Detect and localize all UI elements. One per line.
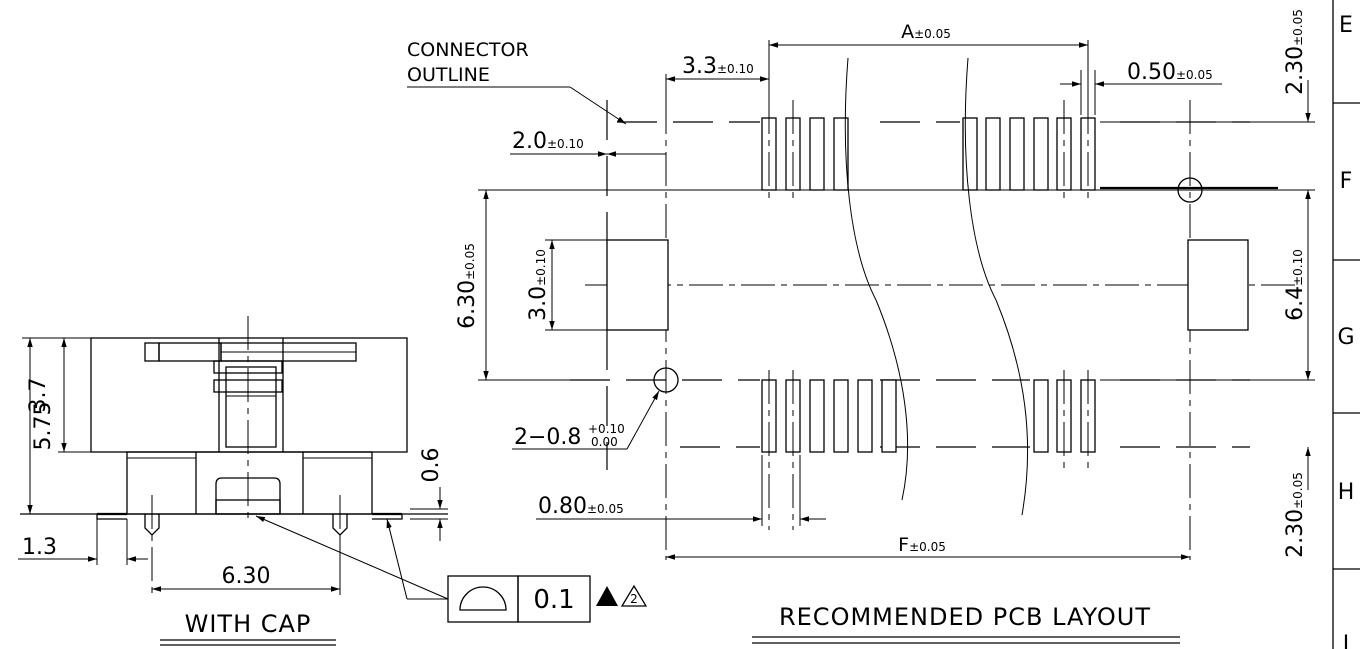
dim-hole-tol-lower: 0.00 [591,435,618,449]
revision-triangle-icon [620,584,648,607]
dim-6-30-side: 6.30 [222,564,271,589]
zone-letter-h: H [1338,480,1355,505]
dim-6-4: 6.4±0.10 [1283,249,1308,321]
dim-3-3: 3.3±0.10 [682,54,754,79]
zone-letter-g: G [1337,325,1354,350]
connector-outline-label-2: OUTLINE [407,64,490,86]
dim-3-0: 3.0±0.10 [526,249,551,321]
recommended-pcb-layout-label: RECOMMENDED PCB LAYOUT [779,603,1151,631]
alignment-holes [653,177,1203,393]
break-lines [844,57,1029,516]
zone-border: E F G H I [1332,0,1360,649]
pcb-layout-frame-lines [478,100,1315,560]
right-side-pad [1187,239,1249,331]
zone-letter-i: I [1343,632,1350,649]
dim-f: F±0.05 [898,534,946,556]
dim-2-30-bottom: 2.30±0.05 [1283,472,1308,558]
pcb-dimensions: A±0.05 3.3±0.10 0.50±0.05 2.0±0.10 6.30±… [455,9,1311,560]
dim-6-30: 6.30±0.05 [455,243,480,329]
dim-0-6: 0.6 [419,448,444,483]
dim-3-7: 3.7 [26,378,51,413]
surface-profile-icon [459,586,507,611]
dim-0-50: 0.50±0.05 [1127,60,1213,85]
dim-1-3: 1.3 [22,535,57,560]
with-cap-label: WITH CAP [185,610,312,638]
connector-outline-label-1: CONNECTOR [407,39,529,61]
top-pad-row [761,100,1096,200]
connector-outline-callout: CONNECTOR OUTLINE [407,39,627,125]
dim-hole-tol-upper: +0.10 [588,422,625,436]
side-view [20,316,448,595]
zone-letter-e: E [1339,13,1353,38]
solid-triangle-icon [596,586,618,606]
tolerance-value: 0.1 [533,585,574,615]
dim-5-75: 5.75 [31,402,56,451]
profile-tolerance-frame: 0.1 2 [255,515,648,623]
side-view-dimensions: 5.75 3.7 0.6 1.3 6.30 [18,338,444,595]
dim-2-30-top: 2.30±0.05 [1283,9,1308,95]
dim-hole: 2−0.8 [514,425,581,450]
dim-0-80: 0.80±0.05 [538,494,624,519]
bottom-pad-row [761,370,1096,530]
dim-a: A±0.05 [901,21,951,43]
revision-number: 2 [630,592,638,606]
dim-2-0: 2.0±0.10 [512,129,584,154]
hole-left [653,367,679,393]
hole-right [1177,177,1203,203]
zone-letter-f: F [1340,169,1353,194]
left-side-pad [606,239,669,331]
